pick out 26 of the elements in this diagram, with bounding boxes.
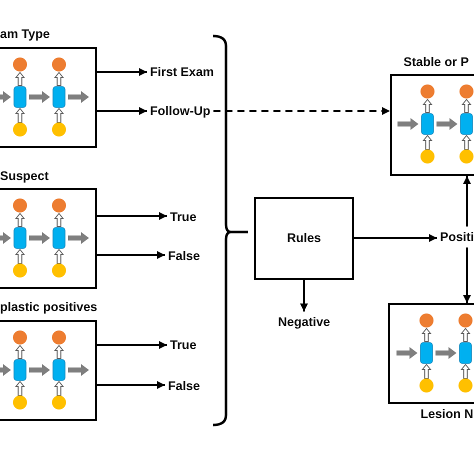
arrow xyxy=(97,212,167,220)
outcome-label: False xyxy=(168,248,200,264)
outcome-label: Negative xyxy=(278,314,330,330)
outcome-label: True xyxy=(170,338,196,352)
arrow xyxy=(463,248,471,303)
dashed-arrow xyxy=(213,107,390,115)
outcome-label: Positi xyxy=(440,230,474,244)
arrow xyxy=(97,381,165,389)
panel-title: am Type xyxy=(0,26,50,42)
outcome-label: True xyxy=(170,210,196,224)
outcome-label: False xyxy=(168,378,200,394)
panel-title: Lesion N xyxy=(420,406,474,422)
panel-title: Suspect xyxy=(0,168,49,184)
arrow xyxy=(97,68,147,76)
panel-title: Stable or P xyxy=(404,54,469,70)
arrow xyxy=(97,341,167,349)
outcome-label: First Exam xyxy=(150,64,214,80)
process-box xyxy=(254,197,354,280)
panel-title: plastic positives xyxy=(0,300,98,314)
arrow xyxy=(354,234,437,242)
box-label: Rules xyxy=(286,231,322,246)
arrow xyxy=(97,251,165,259)
arrow xyxy=(97,107,147,115)
arrow xyxy=(463,176,471,226)
arrow xyxy=(300,280,308,312)
outcome-label: Follow-Up xyxy=(150,104,210,118)
